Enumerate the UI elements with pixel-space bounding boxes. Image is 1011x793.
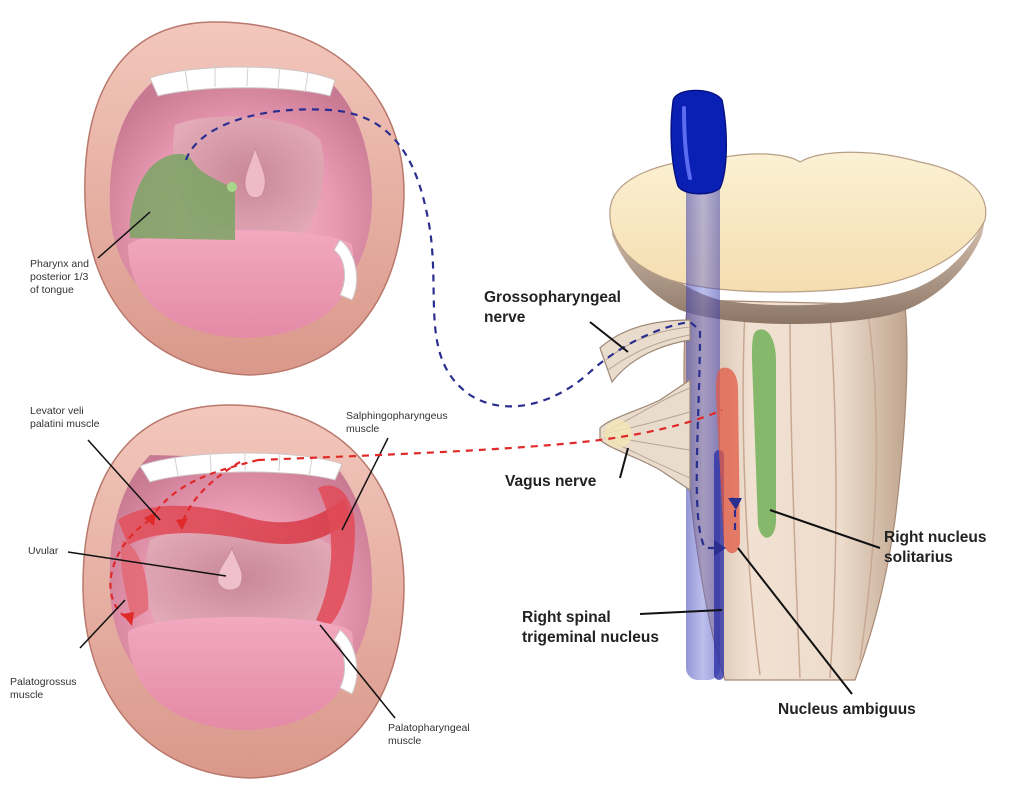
label-nucleus-ambiguus: Nucleus ambiguus [778, 700, 916, 720]
trigeminal-nerve-stump [671, 90, 726, 193]
label-palatopharyngeal: Palatopharyngeal muscle [388, 722, 470, 748]
label-right-nucleus-solitarius: Right nucleus solitarius [884, 528, 986, 568]
bottom-mouth-illustration [68, 405, 404, 778]
label-palatoglossus: Palatogrossus muscle [10, 676, 77, 702]
sensory-area-dot [227, 182, 237, 192]
label-vagus-nerve: Vagus nerve [505, 472, 596, 492]
brainstem-illustration [600, 90, 986, 680]
label-salpingopharyngeus: Salphingopharyngeus muscle [346, 410, 448, 436]
label-right-spinal-trigeminal: Right spinal trigeminal nucleus [522, 608, 659, 648]
pons-top [610, 152, 986, 292]
label-uvular: Uvular [28, 545, 58, 558]
label-levator-veli: Levator veli palatini muscle [30, 405, 99, 431]
label-glossopharyngeal-nerve: Grossopharyngeal nerve [484, 288, 621, 328]
top-mouth-illustration [85, 22, 404, 375]
vagus-nerve-stump [604, 420, 632, 448]
label-pharynx-tongue: Pharynx and posterior 1/3 of tongue [30, 258, 89, 297]
